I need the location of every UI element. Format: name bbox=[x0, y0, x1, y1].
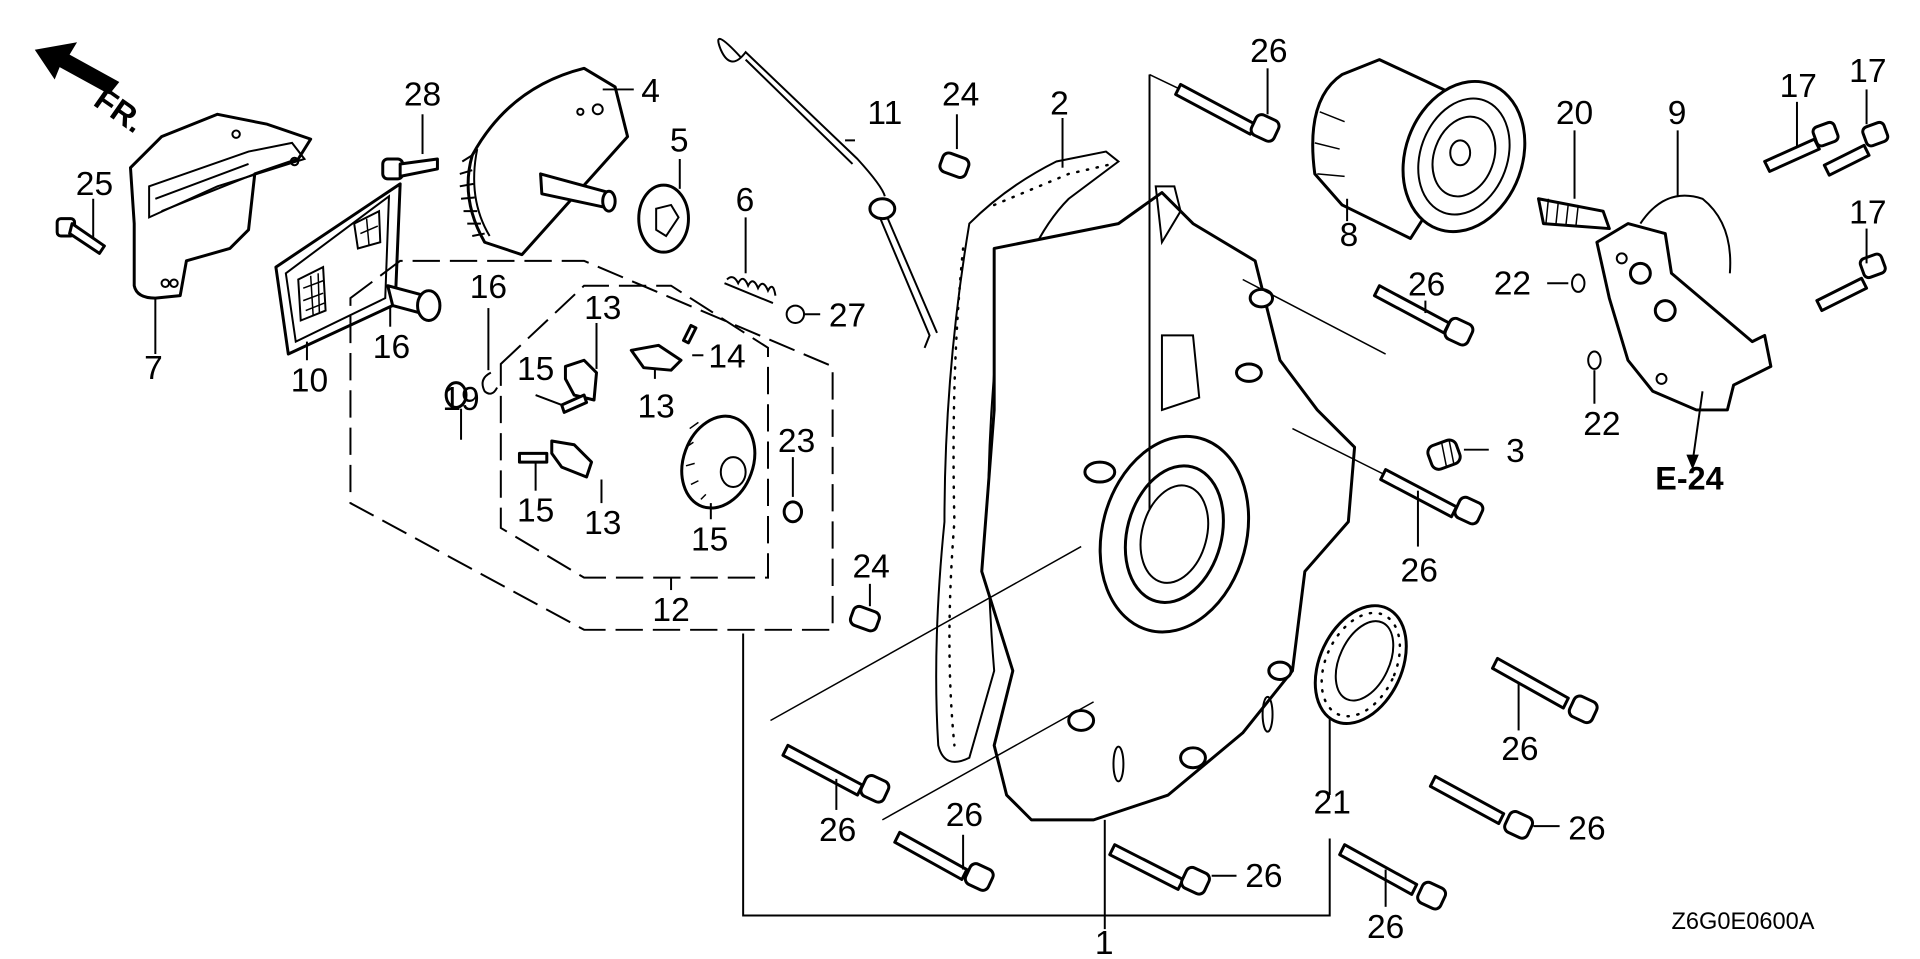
part-5-cap[interactable] bbox=[637, 183, 690, 254]
callout-26-far-right-upper[interactable]: 26 bbox=[1501, 731, 1538, 768]
callout-17-b[interactable]: 17 bbox=[1849, 53, 1886, 90]
part-15-pin-c[interactable] bbox=[517, 451, 549, 464]
callout-21[interactable]: 21 bbox=[1314, 785, 1351, 822]
part-26-bolt-far-right-upper[interactable] bbox=[1491, 656, 1600, 725]
part-7-breather-cover[interactable] bbox=[128, 112, 313, 300]
part-26-bolt-right-upper[interactable] bbox=[1372, 284, 1475, 347]
callout-19[interactable]: 19 bbox=[442, 381, 479, 418]
callout-11[interactable]: 11 bbox=[867, 95, 902, 132]
callout-26-bottom-right[interactable]: 26 bbox=[1367, 909, 1404, 946]
part-4-gear-assembly[interactable] bbox=[459, 66, 630, 257]
part-24-dowel-lower[interactable] bbox=[848, 604, 881, 633]
part-26-bolt-bottom-left-2[interactable] bbox=[893, 830, 995, 892]
callout-22-b[interactable]: 22 bbox=[1583, 406, 1620, 443]
part-3-plug[interactable] bbox=[1426, 438, 1463, 472]
arrow-head-icon bbox=[1686, 454, 1699, 470]
part-6-spring[interactable] bbox=[724, 276, 777, 305]
callout-26-top[interactable]: 26 bbox=[1250, 33, 1287, 70]
part-11-dipstick[interactable] bbox=[717, 38, 938, 349]
callout-13-a[interactable]: 13 bbox=[584, 290, 621, 327]
part-27-o-ring[interactable] bbox=[785, 304, 806, 324]
callout-9[interactable]: 9 bbox=[1668, 95, 1687, 132]
part-1-crankcase-cover[interactable] bbox=[980, 185, 1357, 822]
part-10-breather-plate[interactable] bbox=[274, 182, 402, 356]
part-26-bolt-bottom-center[interactable] bbox=[1108, 843, 1212, 896]
callout-18[interactable]: 20 bbox=[1556, 95, 1593, 132]
part-13-weight-c[interactable] bbox=[550, 439, 594, 479]
subassembly-12-boundary bbox=[499, 284, 769, 579]
callout-7[interactable]: 7 bbox=[144, 350, 163, 387]
cross-reference-e24[interactable]: E-24 bbox=[1655, 460, 1723, 496]
part-24-dowel-top[interactable] bbox=[938, 151, 971, 179]
callout-13-b[interactable]: 13 bbox=[638, 388, 675, 425]
callout-13-c[interactable]: 13 bbox=[584, 505, 621, 542]
cross-ref-arrow bbox=[1691, 391, 1704, 463]
callout-4[interactable]: 4 bbox=[641, 73, 660, 110]
drawing-code: Z6G0E0600A bbox=[1671, 909, 1814, 935]
callout-17-c[interactable]: 17 bbox=[1849, 195, 1886, 232]
part-13-weight-b[interactable] bbox=[629, 343, 683, 372]
part-8-oil-filter[interactable] bbox=[1311, 58, 1545, 249]
part-13-weight-a[interactable] bbox=[563, 358, 598, 402]
part-17-bolt-a[interactable] bbox=[1763, 120, 1840, 173]
callout-15-a[interactable]: 14 bbox=[708, 339, 745, 376]
callout-26-bottom-center[interactable]: 26 bbox=[1245, 858, 1282, 895]
callout-23[interactable]: 23 bbox=[778, 423, 815, 460]
part-26-bolt-bottom-right[interactable] bbox=[1338, 843, 1448, 911]
part-9-oil-pump[interactable] bbox=[1595, 194, 1773, 412]
part-15-pin-a[interactable] bbox=[682, 323, 698, 345]
callout-2[interactable]: 2 bbox=[1050, 85, 1069, 122]
callout-24-lower[interactable]: 24 bbox=[853, 549, 890, 586]
front-direction-arrow-icon: FR. bbox=[34, 42, 151, 140]
callout-16[interactable]: 16 bbox=[373, 329, 410, 366]
part-21-oil-seal[interactable] bbox=[1297, 591, 1424, 738]
part-28-screw[interactable] bbox=[381, 157, 439, 181]
part-19-washer[interactable] bbox=[444, 381, 468, 409]
callout-3[interactable]: 3 bbox=[1506, 433, 1525, 470]
callout-5[interactable]: 5 bbox=[670, 123, 689, 160]
direction-label: FR. bbox=[88, 81, 151, 140]
callout-26-bottom-left-2[interactable]: 26 bbox=[946, 797, 983, 834]
callout-26-right-upper[interactable]: 26 bbox=[1408, 267, 1445, 304]
callout-26-bottom-left[interactable]: 26 bbox=[819, 812, 856, 849]
part-26-bolt-far-right-middle[interactable] bbox=[1428, 774, 1535, 840]
subassembly-outer-boundary bbox=[349, 259, 834, 631]
part-22-washer-a[interactable] bbox=[1571, 273, 1586, 293]
part-17-bolt-b[interactable] bbox=[1822, 120, 1890, 177]
part-14-governor-gear[interactable] bbox=[669, 406, 767, 519]
callout-1[interactable]: 1 bbox=[1095, 925, 1114, 959]
part-17-bolt-c[interactable] bbox=[1815, 252, 1887, 313]
part-15-pin-b[interactable] bbox=[560, 393, 589, 414]
callout-26-far-right-middle[interactable]: 26 bbox=[1568, 811, 1605, 848]
callout-28[interactable]: 28 bbox=[404, 77, 441, 114]
part-16-pin[interactable] bbox=[386, 284, 442, 322]
part-2-gasket[interactable] bbox=[935, 150, 1121, 763]
callout-17-a[interactable]: 17 bbox=[1780, 68, 1817, 105]
callout-10[interactable]: 10 bbox=[291, 362, 328, 399]
callout-20[interactable]: 16 bbox=[470, 269, 507, 306]
callout-22-a[interactable]: 22 bbox=[1494, 265, 1531, 302]
callout-27[interactable]: 27 bbox=[829, 298, 866, 335]
callout-6[interactable]: 6 bbox=[736, 182, 755, 219]
callout-24-top[interactable]: 24 bbox=[942, 77, 979, 114]
callout-25[interactable]: 25 bbox=[76, 166, 113, 203]
part-18-stud[interactable] bbox=[1536, 197, 1611, 231]
part-22-washer-b[interactable] bbox=[1587, 350, 1602, 370]
callout-14[interactable]: 15 bbox=[691, 521, 728, 558]
part-26-bolt-bottom-left[interactable] bbox=[781, 743, 891, 804]
callout-8[interactable]: 8 bbox=[1340, 217, 1359, 254]
part-20-clip[interactable] bbox=[481, 371, 498, 395]
assembly-bracket bbox=[742, 633, 1331, 917]
callout-26-right-middle[interactable]: 26 bbox=[1401, 552, 1438, 589]
part-26-bolt-right-middle[interactable] bbox=[1379, 468, 1485, 526]
callout-12[interactable]: 12 bbox=[652, 592, 689, 629]
callout-15-c[interactable]: 15 bbox=[517, 493, 554, 530]
part-25-bolt[interactable] bbox=[55, 217, 106, 255]
callout-15-b[interactable]: 15 bbox=[517, 351, 554, 388]
part-26-bolt-top[interactable] bbox=[1174, 82, 1281, 143]
part-23-washer[interactable] bbox=[782, 500, 804, 524]
